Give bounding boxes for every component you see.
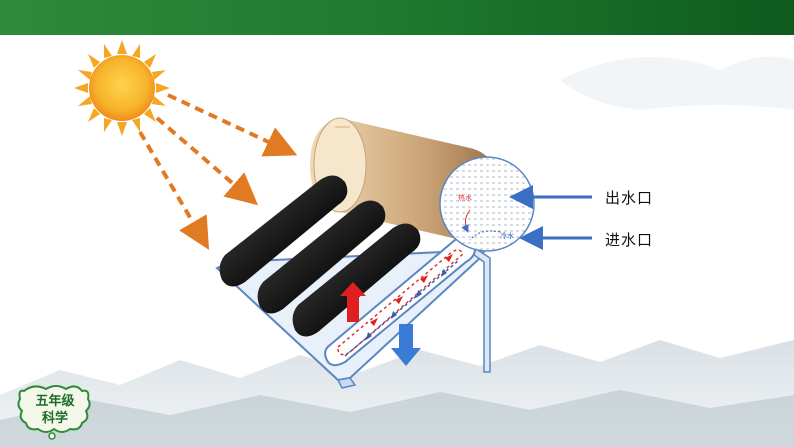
top-banner [0, 0, 794, 35]
badge-shape [17, 385, 91, 440]
inlet-label: 进水口 [605, 231, 654, 249]
cold-water-text: 冷水 [500, 231, 514, 240]
sun-icon [74, 40, 170, 136]
tank-cross-section: 热水 冷水 [439, 156, 535, 252]
hot-water-text: 热水 [458, 193, 472, 202]
badge-grade-text: 五年级 [35, 394, 75, 409]
cold-water-down-arrow [391, 324, 421, 366]
outlet-label: 出水口 [605, 189, 654, 207]
sunlight-rays [138, 93, 298, 250]
cutaway-tube [324, 235, 476, 367]
badge-subject-text: 科学 [41, 411, 68, 426]
vacuum-tubes [219, 175, 421, 337]
grade-subject-badge: 五年级 科学 [16, 383, 94, 441]
hot-water-up-arrow [340, 282, 366, 322]
